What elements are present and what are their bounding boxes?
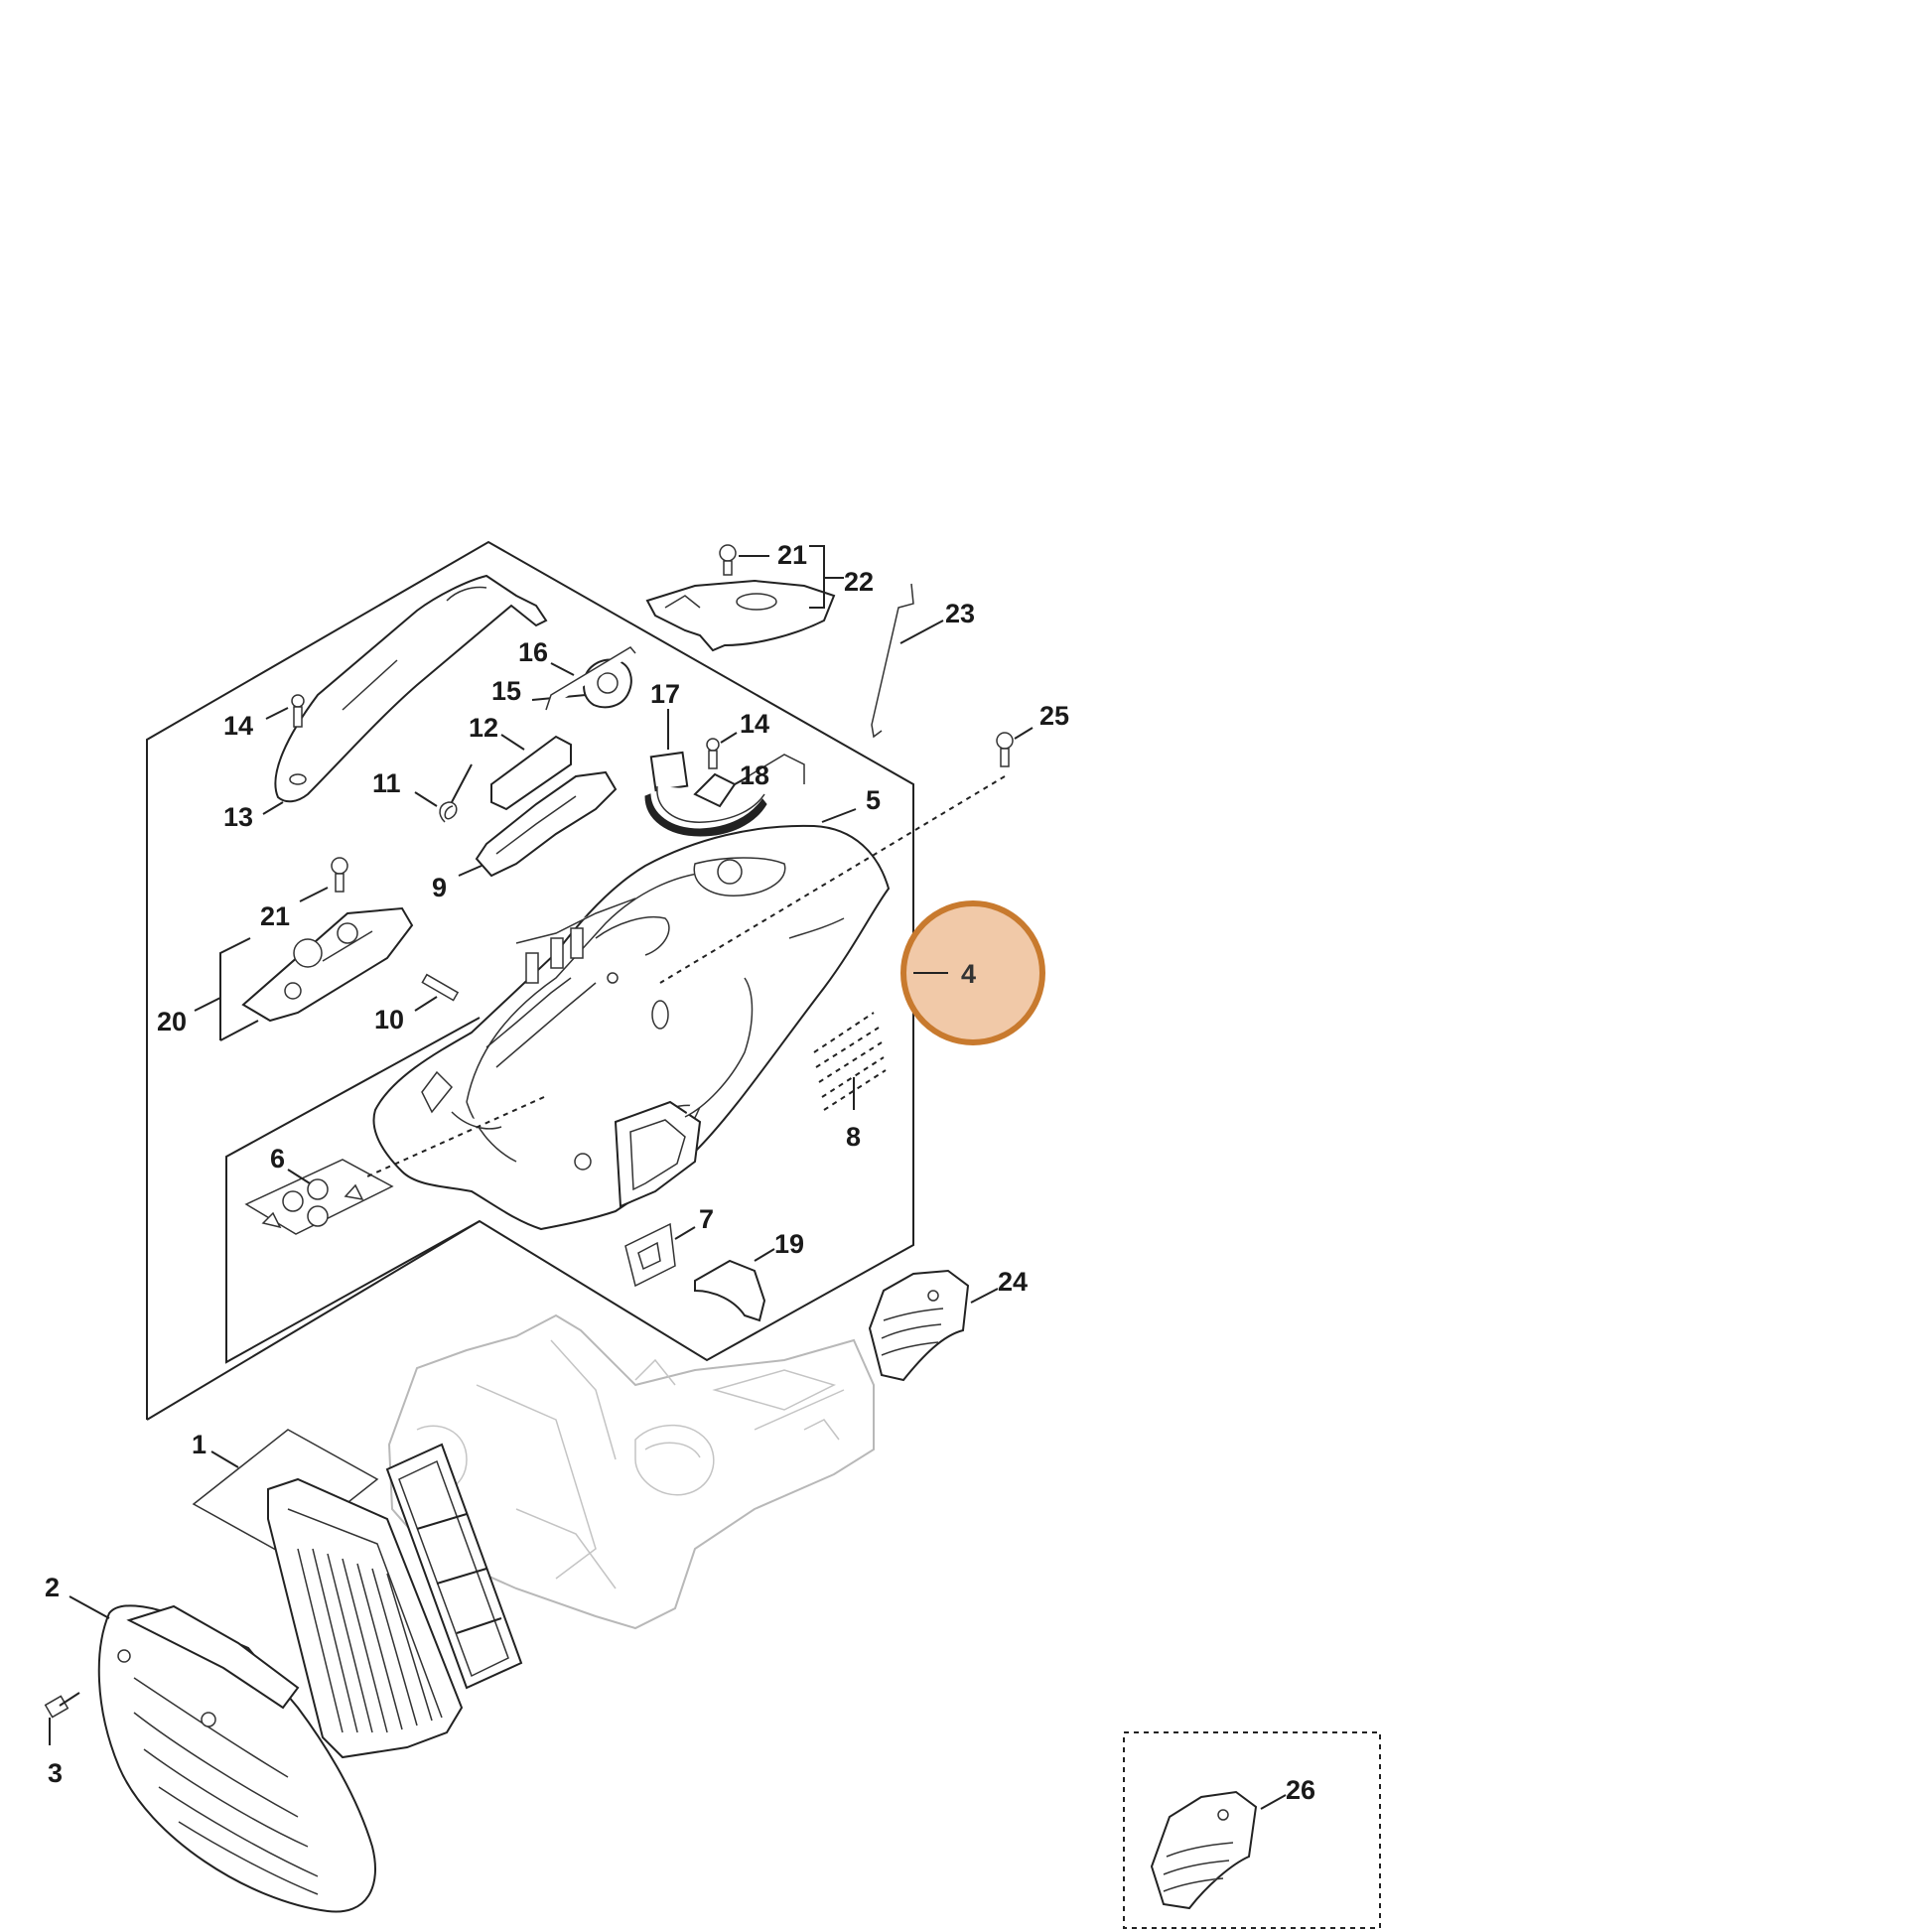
part-16-rod (545, 646, 636, 711)
label-21b: 21 (777, 540, 807, 570)
label-19: 19 (774, 1229, 804, 1259)
label-15: 15 (491, 676, 521, 706)
part-17-switch (644, 709, 767, 837)
label-9: 9 (432, 873, 447, 902)
label-16: 16 (518, 637, 548, 667)
part-25-screw (366, 727, 1034, 1177)
label-4[interactable]: 4 (961, 959, 976, 989)
label-23: 23 (945, 599, 975, 628)
label-1: 1 (192, 1430, 207, 1459)
label-13: 13 (223, 802, 253, 832)
part-20-plate (194, 906, 414, 1041)
label-22: 22 (844, 567, 874, 597)
callout-labels: 1 2 3 4 5 6 7 8 9 10 11 12 13 14 14 15 1… (45, 540, 1315, 1805)
part-23-rod (871, 583, 944, 739)
label-14a: 14 (223, 711, 253, 741)
part-21b-screw (719, 544, 769, 576)
label-2: 2 (45, 1573, 60, 1602)
label-24: 24 (998, 1267, 1028, 1297)
part-12-lever (490, 734, 572, 811)
part-5-shroud (372, 808, 891, 1231)
label-12: 12 (469, 713, 498, 743)
label-18: 18 (740, 760, 769, 790)
part-9-handle (458, 770, 618, 878)
part-3-screw (44, 1692, 80, 1745)
part-26-deflector-option (1123, 1731, 1381, 1929)
label-7: 7 (699, 1204, 714, 1234)
part-11-spring (414, 763, 473, 823)
part-4-highlight[interactable] (900, 900, 1045, 1045)
label-6: 6 (270, 1144, 285, 1173)
part-19-grip (694, 1248, 775, 1322)
filter-element (267, 1477, 464, 1759)
part-14b-screw (706, 732, 738, 769)
label-10: 10 (374, 1005, 404, 1035)
label-25: 25 (1039, 701, 1069, 731)
label-14b: 14 (740, 709, 769, 739)
label-26: 26 (1286, 1775, 1315, 1805)
part-14a-screw (265, 694, 305, 728)
part-10-pin (414, 973, 460, 1012)
label-21a: 21 (260, 901, 290, 931)
label-20: 20 (157, 1007, 187, 1036)
part-18-bracket (693, 754, 805, 808)
part-22-cover-plate (645, 545, 844, 652)
part-21a-screw (299, 857, 348, 902)
filter-frame (385, 1443, 523, 1690)
assembly-outline (146, 540, 914, 1421)
part-24-deflector (868, 1269, 999, 1382)
label-5: 5 (866, 785, 881, 815)
part-2-filter-cover (69, 1595, 376, 1913)
label-17: 17 (650, 679, 680, 709)
label-11: 11 (372, 768, 401, 798)
label-8: 8 (846, 1122, 861, 1152)
part-8-vent-grille (813, 1012, 887, 1111)
label-3: 3 (48, 1758, 63, 1788)
part-6-label-sticker (244, 1159, 394, 1235)
part-7-decal (624, 1222, 696, 1288)
